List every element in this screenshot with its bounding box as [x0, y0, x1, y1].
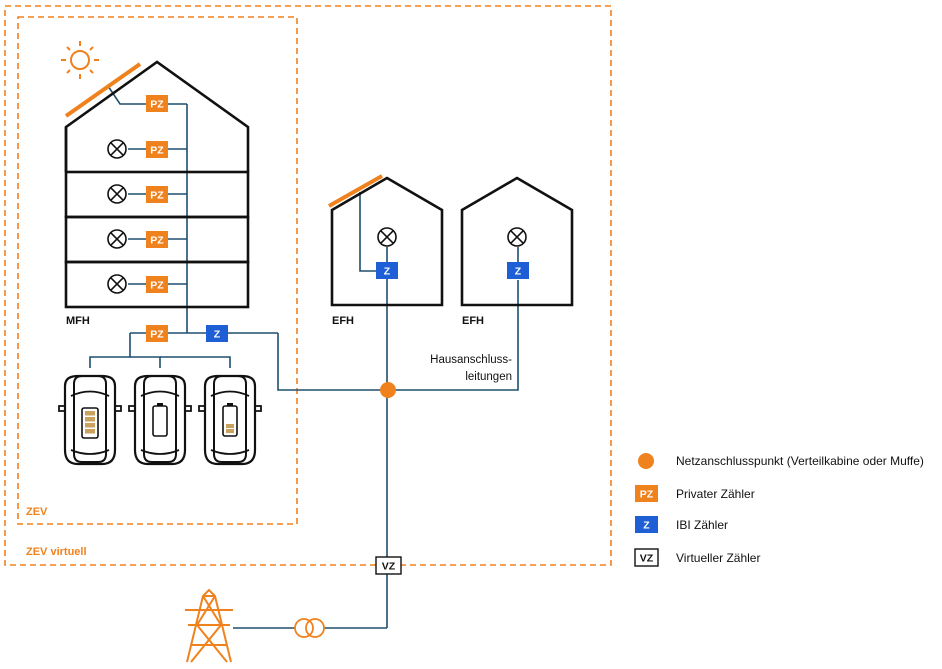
car-icon: [127, 374, 193, 466]
svg-text:VZ: VZ: [382, 561, 396, 573]
legend-connection-point-label: Netzanschlusspunkt (Verteilkabine oder M…: [676, 454, 924, 468]
transformer-icon: [294, 618, 325, 638]
svg-text:PZ: PZ: [150, 190, 164, 202]
svg-text:PZ: PZ: [150, 145, 164, 157]
efh-building-1: [330, 176, 444, 307]
svg-text:VZ: VZ: [640, 553, 654, 565]
car-icon: [197, 374, 263, 466]
battery-icon: [81, 407, 99, 439]
hausanschluss-label-line2: leitungen: [465, 371, 512, 383]
svg-text:PZ: PZ: [150, 280, 164, 292]
svg-text:Z: Z: [214, 329, 221, 341]
private-meter: PZ: [146, 95, 168, 112]
private-meter: PZ: [146, 325, 168, 342]
zev-label: ZEV: [26, 506, 48, 518]
solar-panel-icon: [64, 62, 142, 118]
legend-private-meter-label: Privater Zähler: [676, 487, 755, 501]
legend: Netzanschlusspunkt (Verteilkabine oder M…: [634, 453, 924, 567]
sun-icon: [61, 41, 99, 79]
ibi-meter: Z: [376, 262, 398, 279]
zev-virtuell-boundary: [4, 5, 612, 566]
ibi-meter: Z: [206, 325, 228, 342]
virtual-meter: VZ: [375, 556, 402, 575]
efh-building-2: [460, 176, 574, 307]
private-meter: PZ: [146, 141, 168, 158]
car-icon: [57, 374, 123, 466]
lamp-icon: [107, 184, 127, 204]
efh-label: EFH: [332, 315, 354, 327]
solar-panel-icon: [328, 174, 383, 208]
svg-text:Z: Z: [643, 520, 650, 532]
battery-icon: [222, 403, 238, 437]
lamp-icon: [107, 274, 127, 294]
legend-virtual-meter-icon: VZ: [634, 548, 659, 567]
svg-text:PZ: PZ: [150, 235, 164, 247]
lamp-icon: [107, 229, 127, 249]
lamp-icon: [107, 139, 127, 159]
svg-text:PZ: PZ: [150, 329, 164, 341]
svg-text:Z: Z: [515, 266, 522, 278]
mfh-label: MFH: [66, 315, 90, 327]
hausanschluss-label-line1: Hausanschluss-: [430, 354, 512, 366]
private-meter: PZ: [146, 276, 168, 293]
ibi-meter: Z: [507, 262, 529, 279]
private-meter: PZ: [146, 231, 168, 248]
svg-text:Z: Z: [384, 266, 391, 278]
zev-boundary: [17, 16, 298, 525]
zev-virtuell-label: ZEV virtuell: [26, 546, 87, 558]
legend-ibi-meter-label: IBI Zähler: [676, 518, 728, 532]
private-meter: PZ: [146, 186, 168, 203]
lamp-icon: [507, 227, 527, 247]
legend-connection-point-icon: [638, 453, 654, 469]
lamp-icon: [377, 227, 397, 247]
efh-label: EFH: [462, 315, 484, 327]
battery-icon: [152, 403, 168, 437]
power-pylon-icon: [185, 588, 233, 663]
svg-text:PZ: PZ: [640, 489, 654, 501]
legend-ibi-meter-icon: Z: [635, 516, 658, 533]
mfh-building: [64, 60, 250, 309]
legend-virtual-meter-label: Virtueller Zähler: [676, 551, 760, 565]
connection-point-icon: [380, 382, 396, 398]
svg-text:PZ: PZ: [150, 99, 164, 111]
legend-private-meter-icon: PZ: [635, 485, 658, 502]
